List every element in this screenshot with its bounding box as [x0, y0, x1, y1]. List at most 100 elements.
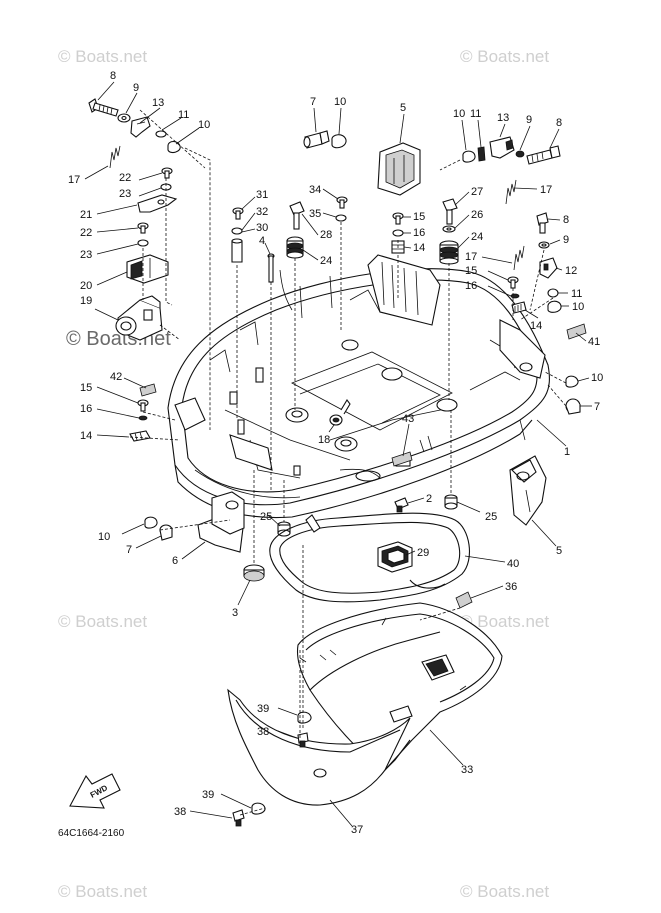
pin-7-top [303, 130, 330, 149]
callout-14-left: 14 [80, 430, 92, 442]
washer-30 [231, 227, 243, 235]
washer-16-left [138, 415, 148, 421]
screw-8-right-lower [536, 212, 549, 234]
screw-38-upper [297, 732, 309, 748]
callout-24-right: 24 [471, 231, 483, 243]
callout-11: 11 [178, 109, 189, 121]
callout-numbers: 8 9 13 11 10 17 22 23 21 22 23 20 19 7 1… [68, 70, 603, 836]
upper-right-parts [462, 136, 587, 340]
callout-17-lower: 17 [465, 251, 477, 263]
callout-20: 20 [80, 280, 92, 292]
callout-17-right: 17 [540, 184, 552, 196]
callout-33: 33 [461, 764, 473, 776]
seal-40 [269, 512, 470, 603]
washer-23-lower [137, 239, 149, 247]
callout-23-lower: 23 [80, 249, 92, 261]
callout-10: 10 [198, 119, 210, 131]
callout-17: 17 [68, 174, 80, 186]
watermark-mid-left: © Boats.net [58, 612, 147, 631]
spring-17-lower-right [513, 245, 525, 271]
callout-35: 35 [309, 208, 321, 220]
callout-41: 41 [588, 336, 600, 348]
screw-22-lower [137, 222, 149, 234]
center-upper-parts [231, 196, 459, 283]
lever-5-right [509, 455, 547, 526]
bush-25-center [277, 521, 291, 537]
bolt-28 [289, 201, 305, 230]
screw-15-center [392, 212, 404, 225]
bolt-4 [267, 253, 275, 283]
callout-1: 1 [564, 446, 570, 458]
callout-40: 40 [507, 558, 519, 570]
grommet-10-lower-left [144, 516, 158, 529]
callout-25-left: 25 [260, 511, 272, 523]
spring-17-upper-right [505, 179, 517, 205]
lever-6 [197, 491, 245, 553]
callout-9-right: 9 [526, 114, 532, 126]
callout-26: 26 [471, 209, 483, 221]
spring-17-left [109, 145, 121, 169]
lower-cowling-33 [296, 602, 503, 771]
callout-23: 23 [119, 188, 131, 200]
callout-11-right: 11 [470, 108, 481, 120]
washer-26 [442, 225, 456, 233]
watermark-top-left: © Boats.net [58, 47, 147, 66]
callout-30: 30 [256, 222, 268, 234]
screw-31 [232, 207, 244, 220]
callout-10-lower: 10 [572, 301, 584, 313]
bottom-cowling-body [167, 254, 550, 519]
bush-11-left [155, 130, 167, 138]
watermark-bottom-left: © Boats.net [58, 882, 147, 901]
grommet-10-top [331, 134, 347, 149]
callout-22-lower: 22 [80, 227, 92, 239]
callout-28: 28 [320, 229, 332, 241]
washer-35 [335, 214, 347, 222]
screw-22-upper [161, 167, 173, 179]
callout-38-upper: 38 [257, 726, 269, 738]
callout-18: 18 [318, 434, 330, 446]
callout-25-right: 25 [485, 511, 497, 523]
callout-42: 42 [110, 371, 122, 383]
lever-5-top [377, 142, 421, 196]
holder-20 [126, 254, 169, 284]
screw-2 [394, 497, 409, 513]
callout-4: 4 [259, 235, 265, 247]
grommet-10-right-lower [547, 300, 562, 313]
watermark-bottom-right: © Boats.net [460, 882, 549, 901]
pin-7-right-side [565, 398, 581, 415]
bush-11-right-lower [547, 288, 559, 298]
clip-36 [455, 591, 473, 609]
callout-27: 27 [471, 186, 483, 198]
leader-lines [84, 81, 592, 827]
callout-9-lower: 9 [563, 234, 569, 246]
callout-39-lower: 39 [202, 789, 214, 801]
washer-9-left [117, 113, 131, 123]
fwd-arrow-icon: FWD [69, 773, 121, 809]
callout-36: 36 [505, 581, 517, 593]
label-43 [391, 451, 413, 467]
grommet-39-lower [251, 802, 266, 815]
grommet-10-right [462, 150, 476, 163]
grommet-3 [243, 564, 265, 582]
assembly-lines [129, 109, 567, 816]
top-center-parts [303, 130, 421, 196]
callout-8: 8 [110, 70, 116, 82]
callout-43: 43 [402, 413, 414, 425]
callout-7-top: 7 [310, 96, 316, 108]
callout-5-right: 5 [556, 545, 562, 557]
callout-15-right: 15 [465, 265, 477, 277]
callout-14-center: 14 [413, 242, 425, 254]
grommet-10-right-side [565, 375, 579, 388]
callout-13-right: 13 [497, 112, 509, 124]
bracket-13-left [130, 116, 151, 138]
callout-15-left: 15 [80, 382, 92, 394]
callout-31: 31 [256, 189, 268, 201]
callout-15-center: 15 [413, 211, 425, 223]
washer-9-right [515, 150, 525, 158]
callout-13: 13 [152, 97, 164, 109]
callout-6: 6 [172, 555, 178, 567]
hose-joint-18 [329, 399, 351, 426]
callout-10-top: 10 [334, 96, 346, 108]
callout-16-left: 16 [80, 403, 92, 415]
